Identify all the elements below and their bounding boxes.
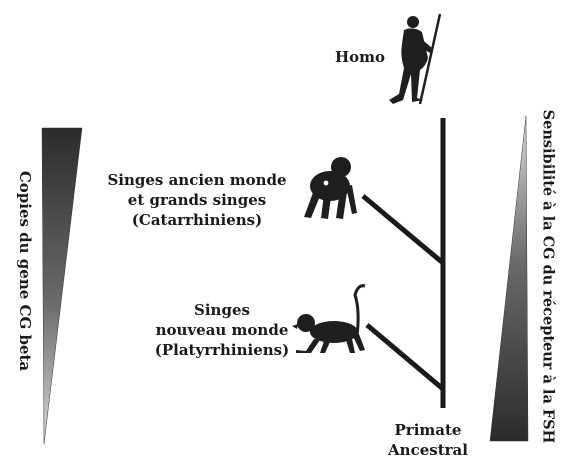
ancestor-line-1: Primate: [373, 420, 483, 440]
catarrhini-line-3: (Catarrhiniens): [92, 210, 302, 230]
label-ancestor: Primate Ancestral: [373, 420, 483, 460]
catarrhini-line-2: et grands singes: [92, 190, 302, 210]
label-homo: Homo: [320, 47, 400, 67]
left-gradient-label: Copies du gene CG beta: [16, 146, 34, 396]
fsh-receptor-sensitivity-wedge: [490, 116, 528, 441]
platyrrhini-line-1: Singes: [147, 300, 297, 320]
branch-catarrhini: [363, 196, 443, 263]
platyrrhini-line-3: (Platyrrhiniens): [147, 340, 297, 360]
right-gradient-label: Sensibilité à la CG du récepteur à la FS…: [540, 97, 557, 457]
cg-beta-copies-wedge: [42, 128, 82, 444]
platyrrhini-line-2: nouveau monde: [147, 320, 297, 340]
label-catarrhini: Singes ancien monde et grands singes (Ca…: [92, 170, 302, 230]
ape-knuckle-walking-icon: [304, 157, 357, 219]
branch-platyrrhini: [367, 325, 443, 389]
catarrhini-line-1: Singes ancien monde: [92, 170, 302, 190]
monkey-curled-tail-icon: [292, 286, 365, 353]
ancestor-line-2: Ancestral: [373, 440, 483, 460]
homo-name: Homo: [320, 47, 400, 67]
label-platyrrhini: Singes nouveau monde (Platyrrhiniens): [147, 300, 297, 360]
